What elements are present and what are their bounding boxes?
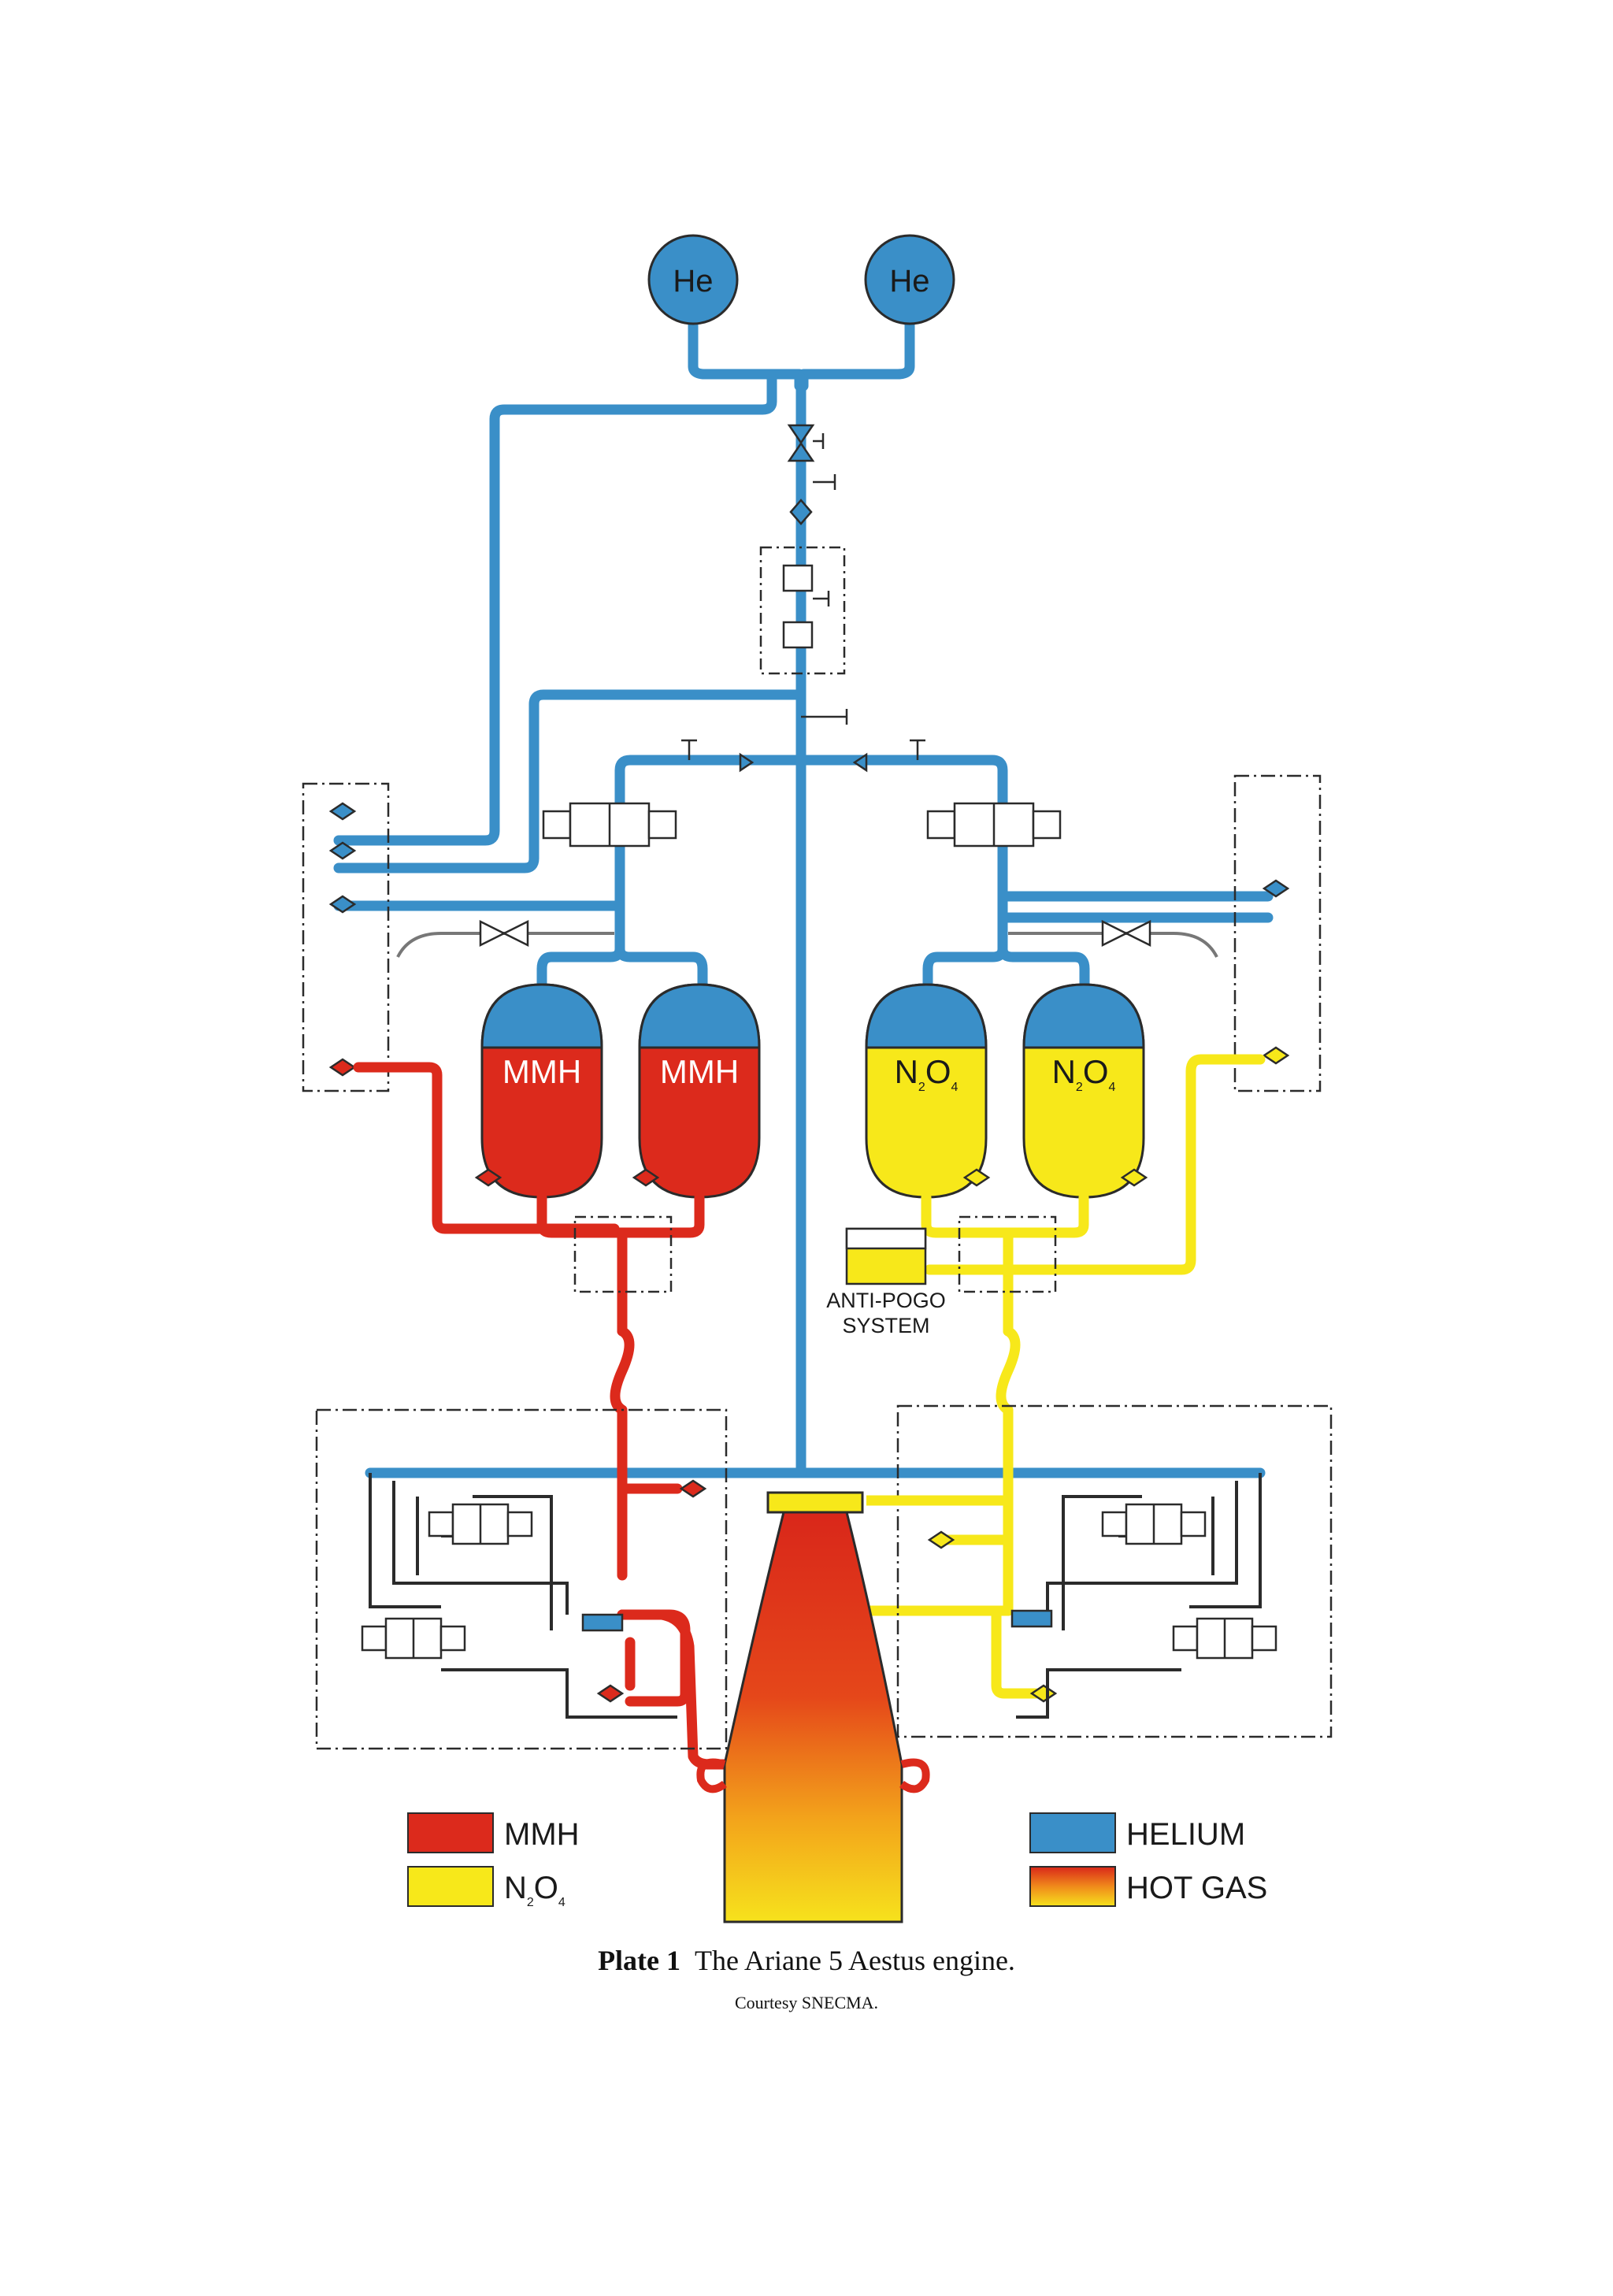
legend-helium: HELIUM xyxy=(1029,1812,1245,1853)
interface-box-upper-right xyxy=(1233,774,1322,1092)
helium-tank-right-label: He xyxy=(889,264,929,299)
vent-lines xyxy=(396,932,1218,958)
n2o4-tank-left-label: N2O4 xyxy=(895,1053,959,1094)
figure-credit: Courtesy SNECMA. xyxy=(734,1993,879,2012)
n2o4-tank-right: N2O4 xyxy=(1022,983,1145,1199)
legend-n2o4: N2O4 xyxy=(407,1866,565,1909)
legend-mmh: MMH xyxy=(407,1812,580,1853)
mmh-tank-left: MMH xyxy=(480,983,603,1199)
left-connectors xyxy=(328,802,357,1077)
aestus-engine xyxy=(696,1491,1008,1923)
anti-pogo-label-line2: SYSTEM xyxy=(842,1314,929,1337)
legend: MMH N2O4 HELIUM HOT GAS xyxy=(407,1812,1267,1909)
caption-plate-number: Plate 1 xyxy=(598,1945,681,1976)
solenoid-valve-right xyxy=(926,802,1062,848)
n2o4-tank-right-label: N2O4 xyxy=(1052,1053,1116,1094)
legend-mmh-label: MMH xyxy=(504,1817,580,1852)
helium-valve-stack xyxy=(759,424,848,725)
engine-control-box-right xyxy=(896,1404,1333,1738)
mmh-tank-left-label: MMH xyxy=(502,1053,581,1090)
helium-tank-left-label: He xyxy=(673,264,713,299)
anti-pogo-system: ANTI-POGO SYSTEM xyxy=(826,1227,946,1337)
helium-lines xyxy=(333,310,1274,1478)
solenoid-valve-left xyxy=(542,802,677,848)
mmh-tank-right-label: MMH xyxy=(660,1053,739,1090)
legend-n2o4-label: N2O4 xyxy=(504,1871,565,1909)
legend-helium-label: HELIUM xyxy=(1126,1817,1245,1852)
legend-hot-gas: HOT GAS xyxy=(1029,1866,1267,1907)
helium-tank-left: He xyxy=(647,234,739,325)
control-valves-blue xyxy=(581,1609,1053,1632)
helium-tank-right: He xyxy=(864,234,955,325)
interface-box-upper-left xyxy=(302,782,390,1092)
engine-control-box-left xyxy=(315,1408,728,1750)
mmh-tank-right: MMH xyxy=(638,983,761,1199)
figure-caption: Plate 1 The Ariane 5 Aestus engine. xyxy=(0,1944,1613,1977)
outlet-isolation-boxes xyxy=(573,1215,1057,1293)
control-solenoids xyxy=(361,1503,1277,1660)
tank-outlet-valves xyxy=(474,1168,1148,1703)
right-connectors xyxy=(1262,879,1290,1065)
control-lines-left xyxy=(369,1473,677,1719)
anti-pogo-label-line1: ANTI-POGO xyxy=(826,1289,946,1312)
n2o4-tank-left: N2O4 xyxy=(865,983,988,1199)
vent-valves xyxy=(479,919,1151,948)
legend-hot-gas-label: HOT GAS xyxy=(1126,1871,1267,1905)
caption-title: The Ariane 5 Aestus engine. xyxy=(695,1945,1015,1976)
check-valves-header xyxy=(681,739,925,773)
